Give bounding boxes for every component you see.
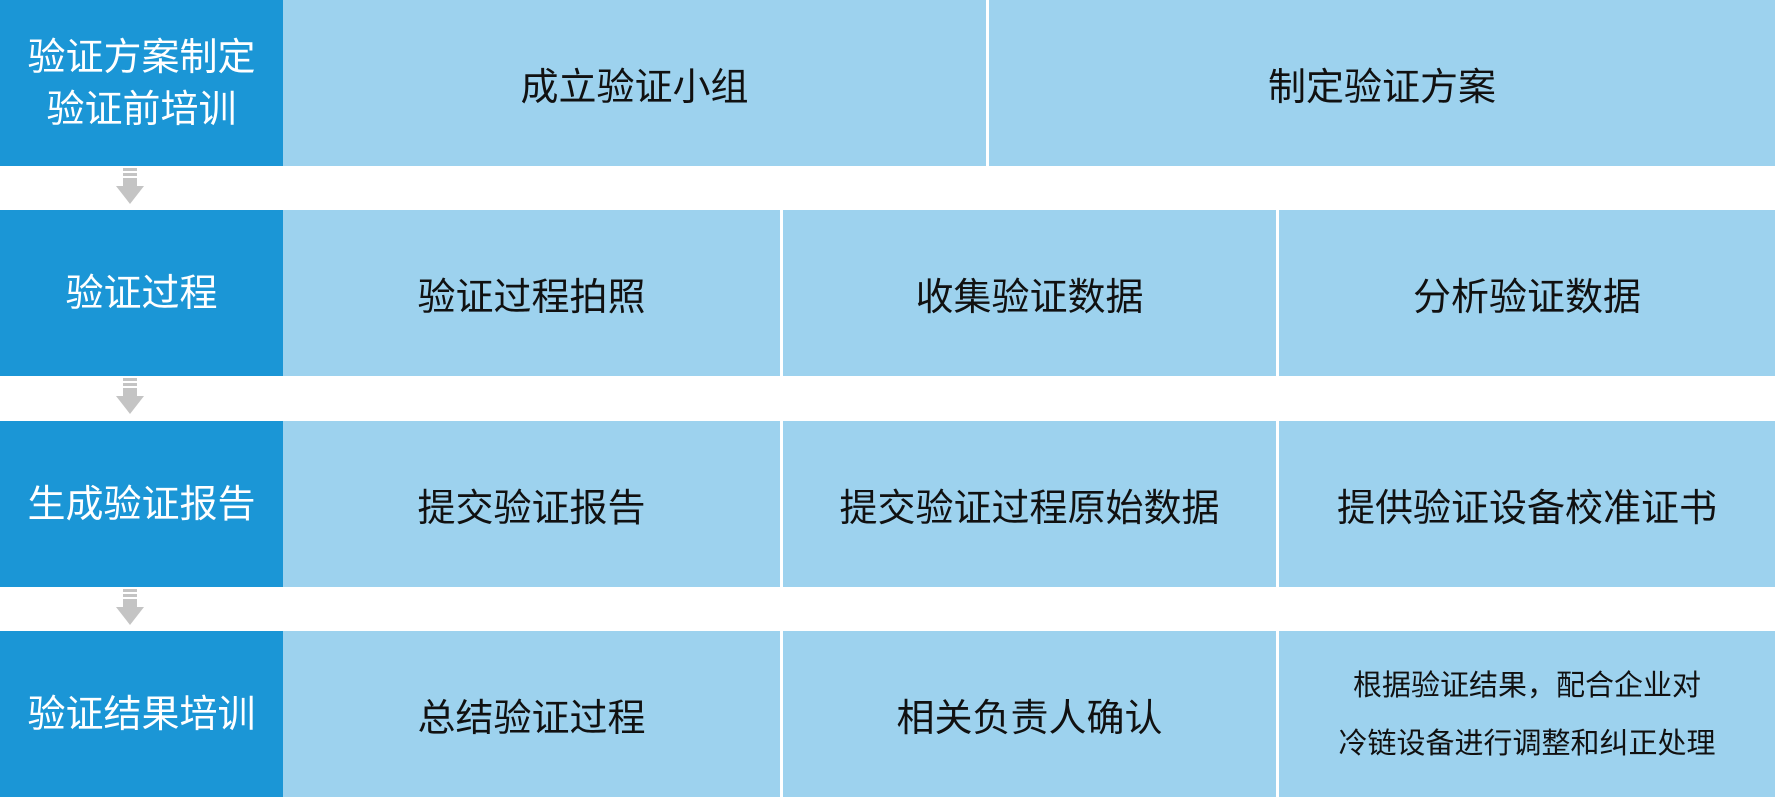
- row-training: 验证结果培训 总结验证过程 相关负责人确认 根据验证结果，配合企业对 冷链设备进…: [0, 631, 1775, 797]
- cell-form-team: 成立验证小组: [283, 0, 986, 166]
- cell-photo-process: 验证过程拍照: [283, 210, 780, 376]
- cell-make-plan: 制定验证方案: [986, 0, 1775, 166]
- stage-plan-label: 验证方案制定 验证前培训: [0, 0, 283, 166]
- row-plan-cells: 成立验证小组 制定验证方案: [283, 0, 1775, 166]
- row-report: 生成验证报告 提交验证报告 提交验证过程原始数据 提供验证设备校准证书: [0, 421, 1775, 587]
- cell-submit-report: 提交验证报告: [283, 421, 780, 587]
- cell-provide-calibration: 提供验证设备校准证书: [1276, 421, 1775, 587]
- cell-adjust-line-2: 冷链设备进行调整和纠正处理: [1338, 726, 1716, 760]
- stage-plan-line-1: 验证方案制定: [27, 35, 256, 79]
- row-report-cells: 提交验证报告 提交验证过程原始数据 提供验证设备校准证书: [283, 421, 1775, 587]
- cell-summarize-process: 总结验证过程: [283, 631, 780, 797]
- cell-analyze-data: 分析验证数据: [1276, 210, 1775, 376]
- down-arrow-icon: [116, 168, 144, 204]
- cell-submit-raw-data: 提交验证过程原始数据: [780, 421, 1276, 587]
- cell-adjust-equipment: 根据验证结果，配合企业对 冷链设备进行调整和纠正处理: [1276, 631, 1775, 797]
- cell-adjust-line-1: 根据验证结果，配合企业对: [1352, 668, 1701, 702]
- row-plan: 验证方案制定 验证前培训 成立验证小组 制定验证方案: [0, 0, 1775, 166]
- cell-collect-data: 收集验证数据: [780, 210, 1276, 376]
- cell-manager-confirm: 相关负责人确认: [780, 631, 1276, 797]
- stage-process-label: 验证过程: [0, 210, 283, 376]
- stage-plan-line-2: 验证前培训: [46, 87, 237, 131]
- stage-training-line-1: 验证结果培训: [27, 692, 256, 736]
- down-arrow-icon: [116, 589, 144, 625]
- stage-training-label: 验证结果培训: [0, 631, 283, 797]
- row-training-cells: 总结验证过程 相关负责人确认 根据验证结果，配合企业对 冷链设备进行调整和纠正处…: [283, 631, 1775, 797]
- stage-process-line-1: 验证过程: [65, 271, 218, 315]
- down-arrow-icon: [116, 378, 144, 414]
- stage-report-line-1: 生成验证报告: [27, 482, 256, 526]
- row-process-cells: 验证过程拍照 收集验证数据 分析验证数据: [283, 210, 1775, 376]
- row-process: 验证过程 验证过程拍照 收集验证数据 分析验证数据: [0, 210, 1775, 376]
- stage-report-label: 生成验证报告: [0, 421, 283, 587]
